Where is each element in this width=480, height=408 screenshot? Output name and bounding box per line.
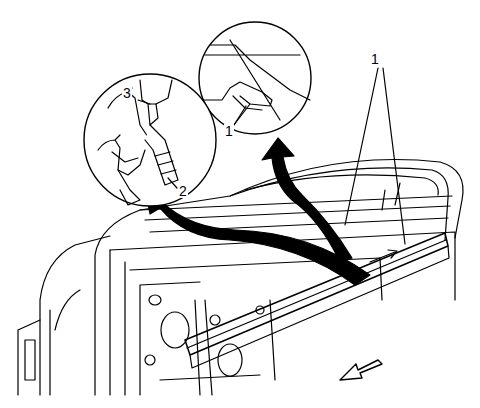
callout-number: 1 (224, 124, 234, 138)
callout-number: 1 (370, 52, 380, 66)
callout-number: 2 (178, 184, 188, 198)
callout-number: 3 (122, 86, 132, 100)
